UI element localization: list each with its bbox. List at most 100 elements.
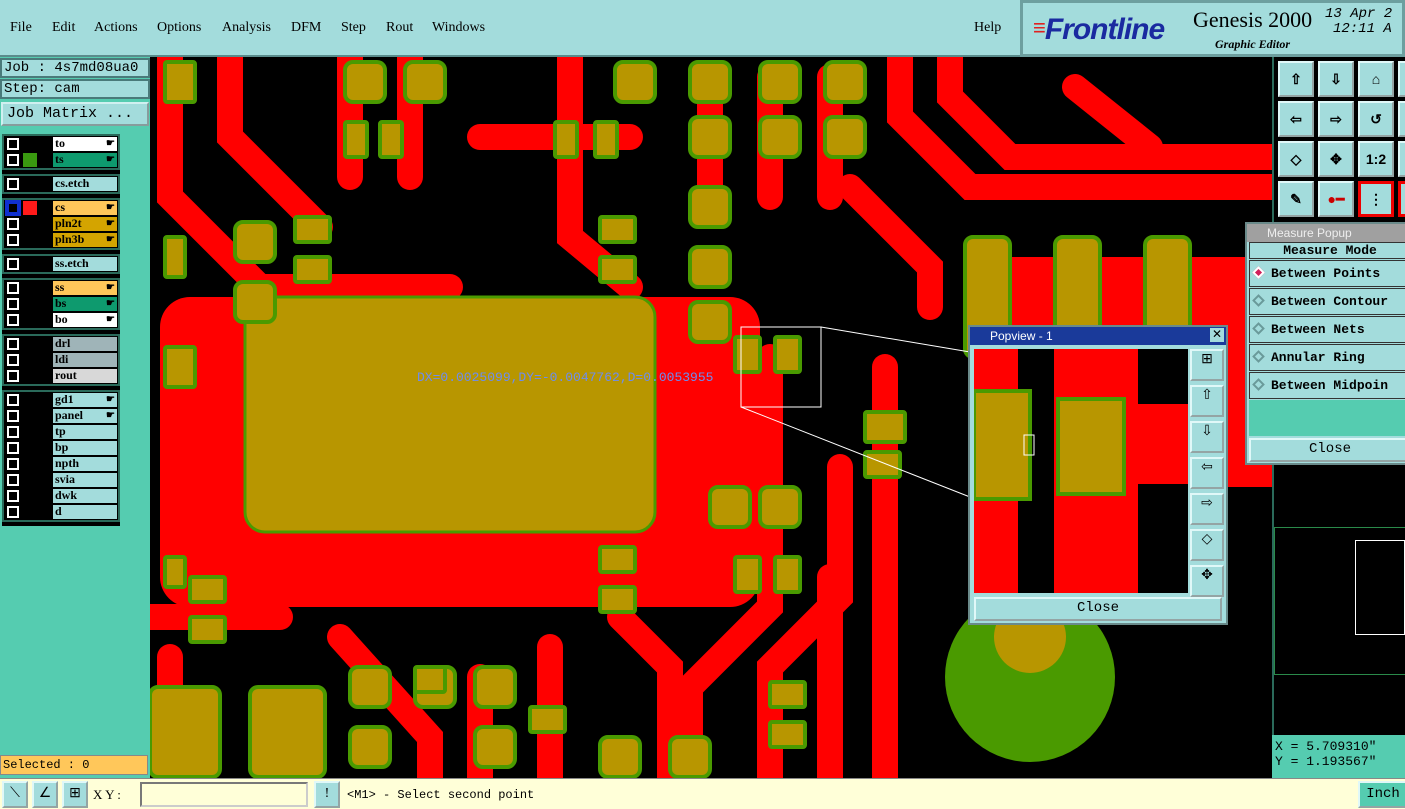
net2-icon[interactable] bbox=[1398, 181, 1405, 217]
snap-icon[interactable]: ●━ bbox=[1318, 181, 1354, 217]
pan-left-icon[interactable]: ⇦ bbox=[1278, 101, 1314, 137]
layer-name[interactable]: bo☛ bbox=[53, 312, 117, 327]
layer-color-swatch[interactable] bbox=[23, 369, 37, 383]
layer-name[interactable]: pln2t☛ bbox=[53, 216, 117, 231]
layer-row-cs.etch[interactable]: cs.etch bbox=[4, 176, 118, 192]
layer-name[interactable]: to☛ bbox=[53, 136, 117, 151]
toolbar-button[interactable] bbox=[1398, 141, 1405, 177]
zoom-in-icon[interactable]: ⊞ bbox=[1190, 349, 1224, 381]
pan-down-icon[interactable]: ⇩ bbox=[1318, 61, 1354, 97]
menu-options[interactable]: Options bbox=[157, 20, 202, 35]
layer-row-svia[interactable]: svia bbox=[4, 472, 118, 488]
layer-checkbox[interactable] bbox=[7, 234, 19, 246]
layer-checkbox[interactable] bbox=[7, 282, 19, 294]
toolbar-button[interactable] bbox=[1398, 61, 1405, 97]
pan-left-icon[interactable]: ⇦ bbox=[1190, 457, 1224, 489]
menu-actions[interactable]: Actions bbox=[94, 20, 138, 35]
popview-close-button[interactable]: Close bbox=[974, 597, 1222, 621]
layer-name[interactable]: ss☛ bbox=[53, 280, 117, 295]
measure-option[interactable]: Between Contour bbox=[1249, 288, 1405, 315]
layer-checkbox[interactable] bbox=[7, 338, 19, 350]
layer-name[interactable]: npth bbox=[53, 457, 117, 471]
layer-color-swatch[interactable] bbox=[23, 441, 37, 455]
layer-row-bs[interactable]: bs☛ bbox=[4, 296, 118, 312]
layer-name[interactable]: cs.etch bbox=[53, 177, 117, 191]
layer-checkbox[interactable] bbox=[7, 178, 19, 190]
layer-color-swatch[interactable] bbox=[23, 337, 37, 351]
layer-color-swatch[interactable] bbox=[23, 393, 37, 407]
layer-name[interactable]: dwk bbox=[53, 489, 117, 503]
layer-checkbox[interactable] bbox=[7, 458, 19, 470]
alert-icon[interactable]: ! bbox=[314, 781, 340, 808]
layer-row-npth[interactable]: npth bbox=[4, 456, 118, 472]
layer-checkbox[interactable] bbox=[7, 138, 19, 150]
layer-row-gd1[interactable]: gd1☛ bbox=[4, 392, 118, 408]
layer-row-rout[interactable]: rout bbox=[4, 368, 118, 384]
layer-color-swatch[interactable] bbox=[23, 177, 37, 191]
zoom-center-icon[interactable]: ✥ bbox=[1318, 141, 1354, 177]
menu-step[interactable]: Step bbox=[341, 20, 366, 35]
layer-checkbox[interactable] bbox=[7, 394, 19, 406]
layer-row-dwk[interactable]: dwk bbox=[4, 488, 118, 504]
layer-color-swatch[interactable] bbox=[23, 137, 37, 151]
layer-color-swatch[interactable] bbox=[23, 233, 37, 247]
zoom-ratio-icon[interactable]: 1:2 bbox=[1358, 141, 1394, 177]
tools-icon[interactable]: ✎ bbox=[1278, 181, 1314, 217]
layer-name[interactable]: gd1☛ bbox=[53, 392, 117, 407]
layer-checkbox[interactable] bbox=[7, 298, 19, 310]
menu-analysis[interactable]: Analysis bbox=[222, 20, 271, 35]
layer-checkbox[interactable] bbox=[7, 314, 19, 326]
pan-down-icon[interactable]: ⇩ bbox=[1190, 421, 1224, 453]
zoom-fit-icon[interactable]: ◇ bbox=[1190, 529, 1224, 561]
layer-checkbox[interactable] bbox=[7, 506, 19, 518]
menu-rout[interactable]: Rout bbox=[386, 20, 414, 35]
zoom-fit-icon[interactable]: ◇ bbox=[1278, 141, 1314, 177]
layer-color-swatch[interactable] bbox=[23, 281, 37, 295]
xy-input[interactable] bbox=[140, 782, 308, 807]
pan-right-icon[interactable]: ⇨ bbox=[1190, 493, 1224, 525]
layer-color-swatch[interactable] bbox=[23, 353, 37, 367]
layer-row-bp[interactable]: bp bbox=[4, 440, 118, 456]
popview-titlebar[interactable]: Popview - 1 ✕ bbox=[970, 327, 1226, 345]
layer-row-to[interactable]: to☛ bbox=[4, 136, 118, 152]
graphic-canvas[interactable]: DX=0.0025099,DY=-0.0047762,D=0.0053955 bbox=[150, 57, 1272, 778]
menu-windows[interactable]: Windows bbox=[432, 20, 486, 35]
menu-edit[interactable]: Edit bbox=[52, 20, 76, 35]
measure-option[interactable]: Between Points bbox=[1249, 260, 1405, 287]
layer-checkbox[interactable] bbox=[7, 354, 19, 366]
layer-name[interactable]: drl bbox=[53, 337, 117, 351]
layer-checkbox[interactable] bbox=[7, 218, 19, 230]
pan-up-icon[interactable]: ⇧ bbox=[1278, 61, 1314, 97]
layer-name[interactable]: svia bbox=[53, 473, 117, 487]
layer-row-ss[interactable]: ss☛ bbox=[4, 280, 118, 296]
layer-checkbox[interactable] bbox=[7, 410, 19, 422]
layer-name[interactable]: ts☛ bbox=[53, 152, 117, 167]
toolbar-button[interactable] bbox=[1398, 101, 1405, 137]
layer-name[interactable]: bp bbox=[53, 441, 117, 455]
layer-row-tp[interactable]: tp bbox=[4, 424, 118, 440]
layer-row-ss.etch[interactable]: ss.etch bbox=[4, 256, 118, 272]
close-icon[interactable]: ✕ bbox=[1210, 327, 1224, 342]
zoom-center-icon[interactable]: ✥ bbox=[1190, 565, 1224, 597]
layer-color-swatch[interactable] bbox=[23, 409, 37, 423]
layer-checkbox[interactable] bbox=[7, 154, 19, 166]
layer-name[interactable]: bs☛ bbox=[53, 296, 117, 311]
menu-help[interactable]: Help bbox=[974, 20, 1002, 35]
layer-row-d[interactable]: d bbox=[4, 504, 118, 520]
layer-checkbox[interactable] bbox=[7, 442, 19, 454]
measure-option[interactable]: Annular Ring bbox=[1249, 344, 1405, 371]
layer-checkbox[interactable] bbox=[7, 490, 19, 502]
layer-checkbox[interactable] bbox=[7, 474, 19, 486]
layer-color-swatch[interactable] bbox=[23, 297, 37, 311]
layer-checkbox[interactable] bbox=[7, 426, 19, 438]
layer-color-swatch[interactable] bbox=[23, 425, 37, 439]
job-matrix-button[interactable]: Job Matrix ... bbox=[1, 102, 149, 126]
layer-name[interactable]: cs☛ bbox=[53, 200, 117, 215]
layer-color-swatch[interactable] bbox=[23, 201, 37, 215]
pan-right-icon[interactable]: ⇨ bbox=[1318, 101, 1354, 137]
layer-name[interactable]: rout bbox=[53, 369, 117, 383]
menu-dfm[interactable]: DFM bbox=[291, 20, 322, 35]
layer-row-drl[interactable]: drl bbox=[4, 336, 118, 352]
measure-option[interactable]: Between Midpoin bbox=[1249, 372, 1405, 399]
popview-canvas[interactable] bbox=[974, 349, 1188, 593]
